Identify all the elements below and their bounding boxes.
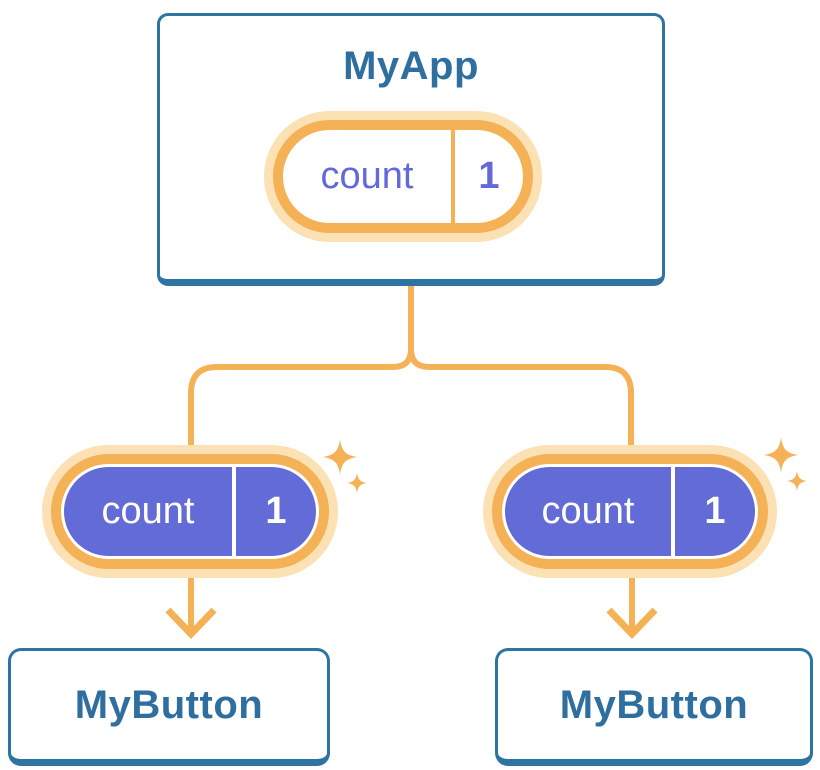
state-pill-ring: count 1 (273, 120, 533, 233)
sparkle-icon-left (322, 439, 368, 494)
mybutton-right-title: MyButton (559, 682, 749, 727)
mybutton-left-title: MyButton (74, 682, 264, 727)
prop-pill-left: count 1 (42, 445, 338, 578)
state-pill-label: count (320, 155, 414, 197)
arrow-down-left-icon (165, 577, 217, 640)
prop-pill-right: count 1 (483, 445, 777, 578)
state-pill-divider (451, 130, 455, 223)
prop-pill-left-ring: count 1 (51, 454, 329, 569)
mybutton-card-right: MyButton (495, 648, 813, 766)
prop-pill-right-body: count 1 (502, 464, 758, 559)
state-pill-root: count 1 (264, 111, 542, 242)
myapp-title: MyApp (343, 44, 479, 88)
sparkle-icon-right (763, 437, 808, 492)
mybutton-card-left: MyButton (8, 648, 330, 766)
prop-pill-right-label: count (505, 467, 671, 556)
prop-pill-right-value: 1 (675, 467, 755, 556)
state-pill-value: 1 (478, 155, 500, 197)
branch-connector (188, 286, 634, 447)
arrow-down-right-icon (606, 577, 658, 640)
prop-pill-right-ring: count 1 (492, 454, 768, 569)
prop-pill-left-body: count 1 (61, 464, 319, 559)
prop-pill-left-label: count (64, 467, 232, 556)
state-pill-body: count 1 (283, 130, 523, 223)
prop-pill-left-value: 1 (236, 467, 316, 556)
